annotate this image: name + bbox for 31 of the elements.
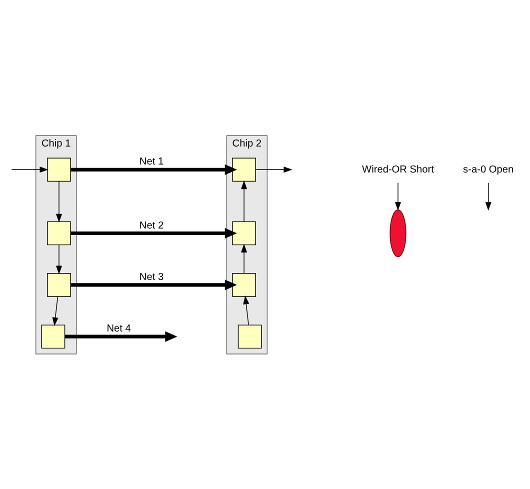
arrow [56,180,62,222]
arrow [52,296,58,326]
edge-label: Net 4 [106,323,131,334]
arrow [11,166,48,172]
arrow [64,330,178,342]
arrow [241,243,248,274]
arrow [255,166,292,172]
node-box [41,324,66,348]
edge-label: Net 2 [139,220,164,231]
node-text: Wired-OR Short [362,164,434,175]
node-text: s-a-0 Open [463,164,514,175]
arrow [70,279,237,290]
arrow [485,182,492,210]
node-box [232,272,256,296]
arrow [243,294,250,325]
edge-label: Net 3 [139,272,164,283]
node-box [47,157,71,182]
cluster: Chip 1 [36,134,77,354]
arrow [70,164,237,174]
arrow [70,227,237,238]
node-box [232,220,256,245]
node-box [47,220,71,245]
node-box [47,272,71,296]
edge-label: Net 1 [139,156,164,168]
arrow [241,180,248,222]
arrow [56,244,62,274]
arrow [394,182,402,210]
node-box [232,157,256,182]
node-ellipse [390,208,406,257]
cluster: Chip 2 [226,134,268,354]
node-box [238,324,262,348]
